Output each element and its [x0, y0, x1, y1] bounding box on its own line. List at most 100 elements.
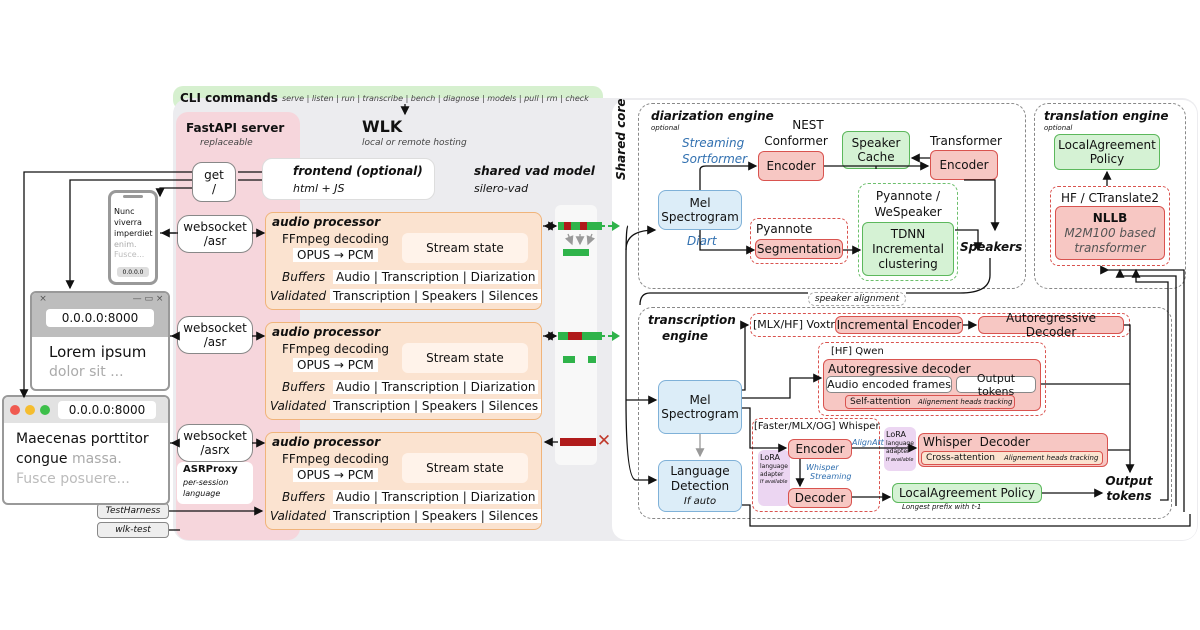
output-l1: Output	[1105, 474, 1153, 488]
lang-l3: If auto	[683, 495, 717, 507]
ap1-validated-label: Validated	[270, 289, 327, 303]
diar-mel-l1: Mel	[689, 196, 711, 210]
ap1-buffers-label: Buffers	[282, 270, 326, 284]
phone-l1: Nunc	[114, 207, 135, 216]
cross-attention-box: Cross-attention Alignement heads trackin…	[921, 451, 1103, 465]
vad-segment-2a	[563, 356, 575, 363]
language-detection: Language Detection If auto	[658, 460, 742, 512]
window2-green-dot[interactable]	[40, 405, 50, 415]
diar-nest2: Conformer	[764, 134, 828, 148]
pw-l1: Pyannote /	[875, 189, 941, 203]
window2-l1: Maecenas porttitor	[16, 431, 149, 447]
frontend-title: frontend (optional)	[293, 164, 423, 178]
wespeaker-group	[858, 183, 958, 281]
ws1-label: websocket	[183, 220, 247, 234]
asrproxy-l2: language	[183, 489, 221, 498]
transcription-engine	[638, 307, 1172, 519]
diar-nest1: NEST	[792, 118, 824, 132]
ap3-title: audio processor	[272, 435, 381, 449]
websocket-asrx[interactable]: websocket /asrx	[177, 424, 253, 462]
phone-client: Nunc viverra imperdiet enim. Fusce... 0.…	[108, 190, 158, 285]
diar-transformer: Transformer	[929, 134, 1002, 148]
vad-subtitle: silero-vad	[474, 182, 529, 195]
nllb-box: NLLB M2M100 based transformer	[1055, 206, 1165, 260]
self-attention-label: Self-attention	[850, 397, 911, 407]
window1-address-bar[interactable]: 0.0.0.0:8000	[46, 309, 154, 327]
tdnn-l2: Incremental	[872, 241, 944, 256]
lora-b-l1: LoRA	[886, 430, 906, 439]
tx-title-2: engine	[662, 329, 709, 343]
diar-mel-l2: Spectrogram	[661, 210, 739, 224]
window2-address-bar[interactable]: 0.0.0.0:8000	[58, 401, 156, 419]
tdnn-box: TDNN Incremental clustering	[862, 222, 954, 276]
websocket-asr-2[interactable]: websocket /asr	[177, 316, 253, 354]
lora-b-l2: language	[886, 440, 914, 447]
speaker-cache-l2: Cache	[857, 150, 895, 164]
wlk-test-pill[interactable]: wlk-test	[97, 522, 169, 538]
window1-l2: dolor sit ...	[49, 364, 124, 380]
ap2-ffmpeg: FFmpeg decoding	[282, 342, 390, 356]
phone-l3: imperdiet	[114, 229, 153, 238]
nllb-l2: M2M100 based	[1064, 225, 1156, 240]
tx-mel-spectrogram: Mel Spectrogram	[658, 380, 742, 434]
asrproxy-l1: per-session	[183, 478, 229, 487]
whisper-encoder: Encoder	[788, 439, 852, 459]
frontend-subtitle: html + JS	[293, 182, 345, 195]
ws2-label: websocket	[183, 321, 247, 335]
whisper-decoder-title: Whisper Decoder	[923, 435, 1031, 449]
ap1-validated-value: Transcription | Speakers | Silences	[330, 289, 542, 303]
lora-b-l4: If available	[886, 457, 914, 463]
output-tokens-label: Output tokens	[1104, 474, 1154, 504]
window2-yellow-dot[interactable]	[25, 405, 35, 415]
asrproxy-box	[177, 462, 253, 504]
segmentation-box: Segmentation	[755, 239, 843, 259]
whisper-streaming-l2: Streaming	[810, 472, 852, 481]
ap3-ffmpeg: FFmpeg decoding	[282, 452, 390, 466]
diar-title: diarization engine	[651, 109, 774, 123]
fastapi-title: FastAPI server	[186, 121, 285, 135]
close-icon: ✕	[596, 431, 612, 451]
get-path: /	[211, 182, 217, 196]
ap3-validated-value: Transcription | Speakers | Silences	[330, 509, 542, 523]
window2-red-dot[interactable]	[10, 405, 20, 415]
get-label: get	[204, 168, 224, 182]
whisper-group	[752, 418, 880, 512]
ap2-buffers-value: Audio | Transcription | Diarization	[333, 380, 539, 394]
ap3-buffers-value: Audio | Transcription | Diarization	[333, 490, 539, 504]
get-endpoint[interactable]: get /	[192, 162, 236, 202]
ap1-buffers-value: Audio | Transcription | Diarization	[333, 270, 539, 284]
trans-hf: HF / CTranslate2	[1060, 191, 1160, 205]
ws1-path: /asr	[203, 234, 227, 248]
ap1-ffmpeg: FFmpeg decoding	[282, 232, 390, 246]
cross-attention-label: Cross-attention	[926, 453, 995, 463]
tdnn-l3: clustering	[878, 256, 938, 271]
vad-stream-2	[558, 332, 602, 340]
websocket-asr-1[interactable]: websocket /asr	[177, 215, 253, 253]
ap2-stream-state: Stream state	[402, 343, 528, 373]
diar-subtitle: optional	[651, 124, 680, 132]
pw-l2: WeSpeaker	[874, 205, 942, 219]
translation-engine	[1034, 103, 1186, 289]
lora-a-l3: adapter	[760, 471, 784, 478]
trans-la-l1: LocalAgreement	[1058, 138, 1156, 152]
phone-address: 0.0.0.0	[117, 267, 149, 277]
ap3-opus: OPUS → PCM	[293, 468, 378, 482]
lang-l1: Language	[670, 463, 730, 478]
window1-controls-icon[interactable]: — ▭ ×	[132, 294, 164, 304]
diar-encoder-1: Encoder	[758, 151, 824, 181]
phone-l4: enim.	[114, 240, 137, 249]
pyannote-group	[750, 218, 848, 264]
cli-title: CLI commands	[180, 91, 278, 105]
tx-mel-l2: Spectrogram	[661, 407, 739, 421]
lora-a-l4: If available	[760, 479, 788, 485]
ap2-opus: OPUS → PCM	[293, 358, 378, 372]
vad-stream-1	[558, 222, 602, 230]
output-l2: tokens	[1106, 489, 1152, 503]
voxtral-label: [MLX/HF] Voxtral	[753, 318, 845, 331]
ap2-validated-label: Validated	[270, 399, 327, 413]
ws2-path: /asr	[203, 335, 227, 349]
frontend-box	[262, 158, 435, 200]
la-policy-box: LocalAgreement Policy	[892, 483, 1042, 503]
self-attention-box: Self-attention Alignement heads tracking	[845, 395, 1015, 409]
window1-close-icon[interactable]: ×	[39, 294, 47, 304]
